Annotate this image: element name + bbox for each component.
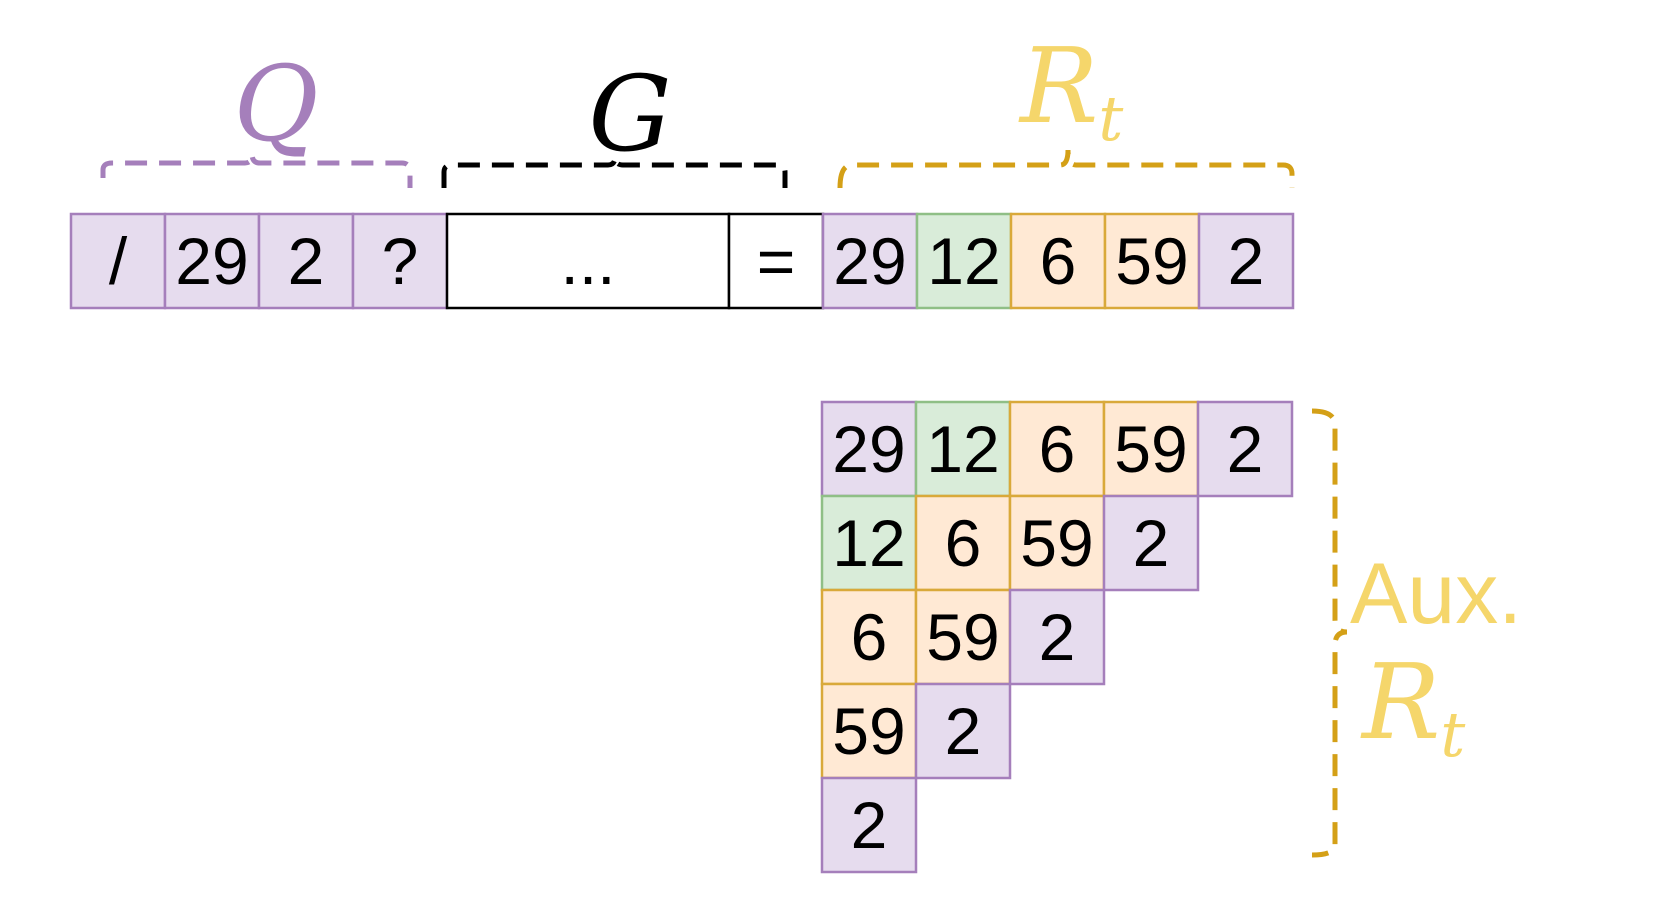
aux-rt-label: Rt xyxy=(1360,641,1465,771)
aux-cell-box xyxy=(820,776,918,874)
aux-cell-box xyxy=(1008,400,1106,498)
aux-cell-box xyxy=(1008,494,1106,592)
sequence-cell-text: = xyxy=(757,224,796,298)
sequence-cell-box xyxy=(727,212,825,310)
sequence-cell-box xyxy=(163,212,261,310)
aux-cell-text: 6 xyxy=(945,506,982,580)
sequence-cell-text: ... xyxy=(560,224,615,298)
sequence-row: / 29 2?... = 29 12 6 59 2 xyxy=(69,212,1295,310)
sequence-cell-box xyxy=(69,212,167,310)
aux-cell-text: 2 xyxy=(945,694,982,768)
aux-label: Aux. xyxy=(1350,546,1522,642)
aux-cell-box xyxy=(1196,400,1294,498)
aux-cell-text: 2 xyxy=(851,788,888,862)
aux-cell-text: 12 xyxy=(832,506,905,580)
aux-cell-box xyxy=(820,494,918,592)
aux-rt-brace xyxy=(1311,408,1348,858)
aux-cell-text: 2 xyxy=(1039,600,1076,674)
sequence-cell-box xyxy=(1103,212,1201,310)
aux-cell-box xyxy=(1102,494,1200,592)
q-brace xyxy=(100,153,413,188)
sequence-cell-text: / xyxy=(109,224,128,298)
sequence-cell-text: 2 xyxy=(288,224,325,298)
aux-cell-box xyxy=(820,588,918,686)
aux-cell-box xyxy=(1008,588,1106,686)
aux-cell-text: 6 xyxy=(1039,412,1076,486)
aux-cell-box xyxy=(820,400,918,498)
sequence-cell-text: 6 xyxy=(1040,224,1077,298)
sequence-cell-text: 12 xyxy=(927,224,1000,298)
sequence-cell-text: 59 xyxy=(1115,224,1188,298)
aux-cell-text: 59 xyxy=(926,600,999,674)
aux-cell-text: 6 xyxy=(851,600,888,674)
sequence-cell-text: 29 xyxy=(175,224,248,298)
sequence-cell-box xyxy=(1197,212,1295,310)
aux-cell-text: 59 xyxy=(1020,506,1093,580)
sequence-cell-text: 2 xyxy=(1228,224,1265,298)
sequence-cell-text: ? xyxy=(382,224,419,298)
sequence-cell-box xyxy=(351,212,449,310)
rt-label: Rt xyxy=(1018,25,1123,155)
aux-cell-text: 59 xyxy=(832,694,905,768)
sequence-cell-box xyxy=(915,212,1013,310)
rt-brace xyxy=(837,149,1295,189)
aux-cell-text: 2 xyxy=(1227,412,1264,486)
g-label: G xyxy=(588,53,671,175)
q-label: Q xyxy=(233,43,318,165)
aux-cell-text: 12 xyxy=(926,412,999,486)
aux-cell-text: 2 xyxy=(1133,506,1170,580)
aux-cell-box xyxy=(914,588,1012,686)
sequence-cell-text: 29 xyxy=(833,224,906,298)
aux-cell-text: 29 xyxy=(832,412,905,486)
aux-cell-text: 59 xyxy=(1114,412,1187,486)
aux-cell-box xyxy=(914,682,1012,780)
